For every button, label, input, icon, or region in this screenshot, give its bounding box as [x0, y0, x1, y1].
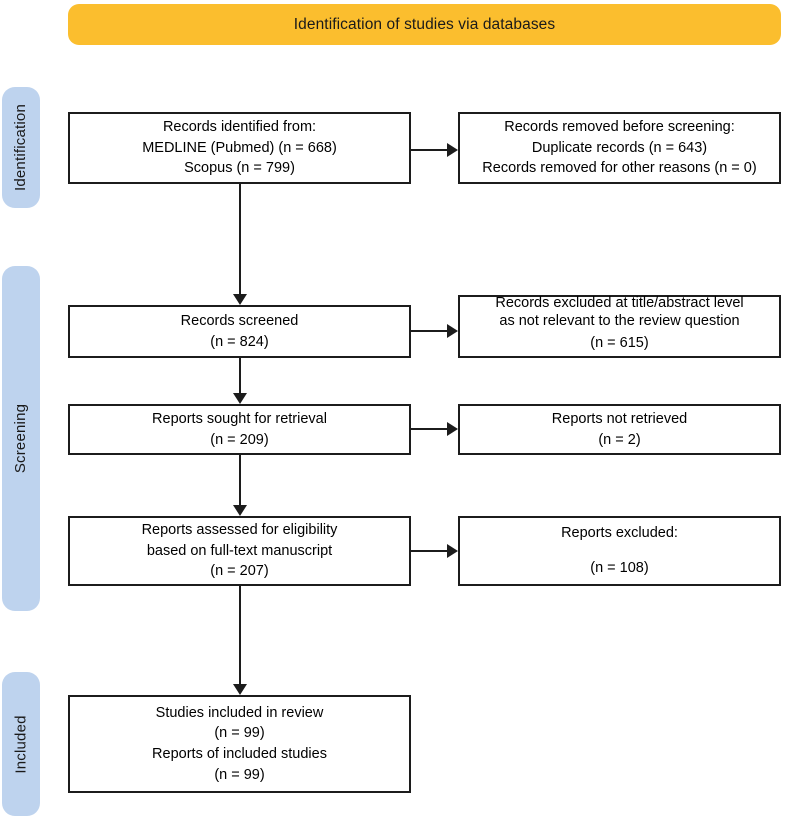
box-line: Records identified from:: [162, 119, 317, 136]
box-reports-excluded: Reports excluded: (n = 108): [458, 516, 781, 586]
arrow-head-right-icon: [447, 544, 458, 558]
arrow-right-sought-to-not-retrieved: [411, 413, 458, 445]
box-reports-assessed-for-eligibility: Reports assessed for eligibility based o…: [68, 516, 411, 586]
box-line: (n = 99): [214, 725, 265, 742]
box-line: (n = 99): [214, 766, 265, 783]
arrow-shaft: [411, 149, 449, 151]
box-line: (n = 615): [590, 335, 649, 352]
box-line: Studies included in review: [155, 704, 324, 721]
box-records-removed-before-screening: Records removed before screening: Duplic…: [458, 112, 781, 184]
arrow-shaft: [238, 586, 241, 684]
box-studies-included-in-review: Studies included in review (n = 99) Repo…: [68, 695, 411, 793]
arrow-shaft: [411, 330, 449, 332]
box-line: Reports assessed for eligibility: [141, 522, 338, 539]
box-line: (n = 824): [210, 333, 269, 350]
arrow-shaft: [411, 428, 449, 430]
box-records-identified: Records identified from: MEDLINE (Pubmed…: [68, 112, 411, 184]
arrow-down-identified-to-screened: [225, 184, 254, 305]
arrow-head-down-icon: [232, 505, 247, 516]
box-reports-sought-for-retrieval: Reports sought for retrieval (n = 209): [68, 404, 411, 455]
box-line: Reports not retrieved: [551, 410, 688, 427]
stage-tab-included-label: Included: [12, 714, 30, 774]
box-line: Reports of included studies: [152, 746, 327, 762]
box-line: MEDLINE (Pubmed) (n = 668): [142, 139, 337, 156]
box-reports-not-retrieved: Reports not retrieved (n = 2): [458, 404, 781, 455]
box-line: (n = 108): [590, 560, 649, 576]
arrow-shaft: [238, 358, 241, 393]
arrow-down-screened-to-sought: [225, 358, 254, 404]
box-line: Records removed for other reasons (n = 0…: [482, 160, 757, 177]
arrow-right-screened-to-excluded: [411, 315, 458, 347]
box-line: Duplicate records (n = 643): [531, 139, 708, 156]
arrow-shaft: [238, 455, 241, 505]
box-records-screened: Records screened (n = 824): [68, 305, 411, 358]
arrow-head-right-icon: [447, 143, 458, 157]
arrow-right-assessed-to-reports-excluded: [411, 535, 458, 567]
arrow-head-right-icon: [447, 422, 458, 436]
stage-tab-screening-label: Screening: [12, 403, 30, 474]
arrow-down-sought-to-assessed: [225, 455, 254, 516]
stage-tab-identification-label: Identification: [12, 103, 30, 192]
arrow-down-assessed-to-included: [225, 586, 254, 695]
box-records-excluded-title-abstract: Records excluded at title/abstract level…: [458, 295, 781, 358]
arrow-head-down-icon: [232, 294, 247, 305]
box-line: Reports excluded:: [561, 525, 678, 542]
arrow-right-identified-to-removed: [411, 134, 458, 166]
stage-tab-included: Included: [2, 672, 40, 816]
arrow-shaft: [411, 550, 449, 552]
box-line: (n = 209): [210, 431, 269, 448]
arrow-head-right-icon: [447, 324, 458, 338]
box-line: (n = 2): [598, 431, 641, 448]
box-line: Reports sought for retrieval: [152, 410, 327, 427]
arrow-shaft: [238, 184, 241, 294]
box-line: Scopus (n = 799): [184, 160, 295, 177]
arrow-head-down-icon: [232, 393, 247, 404]
box-line: based on full-text manuscript: [146, 542, 333, 559]
stage-tab-identification: Identification: [2, 87, 40, 208]
box-line: (n = 207): [210, 563, 269, 580]
stage-tab-screening: Screening: [2, 266, 40, 611]
box-line: Records excluded at title/abstract level: [495, 295, 744, 312]
box-line: Records removed before screening:: [504, 119, 735, 136]
arrow-head-down-icon: [232, 684, 247, 695]
identification-banner: Identification of studies via databases: [68, 4, 781, 45]
banner-title: Identification of studies via databases: [293, 15, 556, 33]
box-line: Records screened: [180, 312, 299, 329]
box-line: as not relevant to the review question: [499, 312, 740, 329]
